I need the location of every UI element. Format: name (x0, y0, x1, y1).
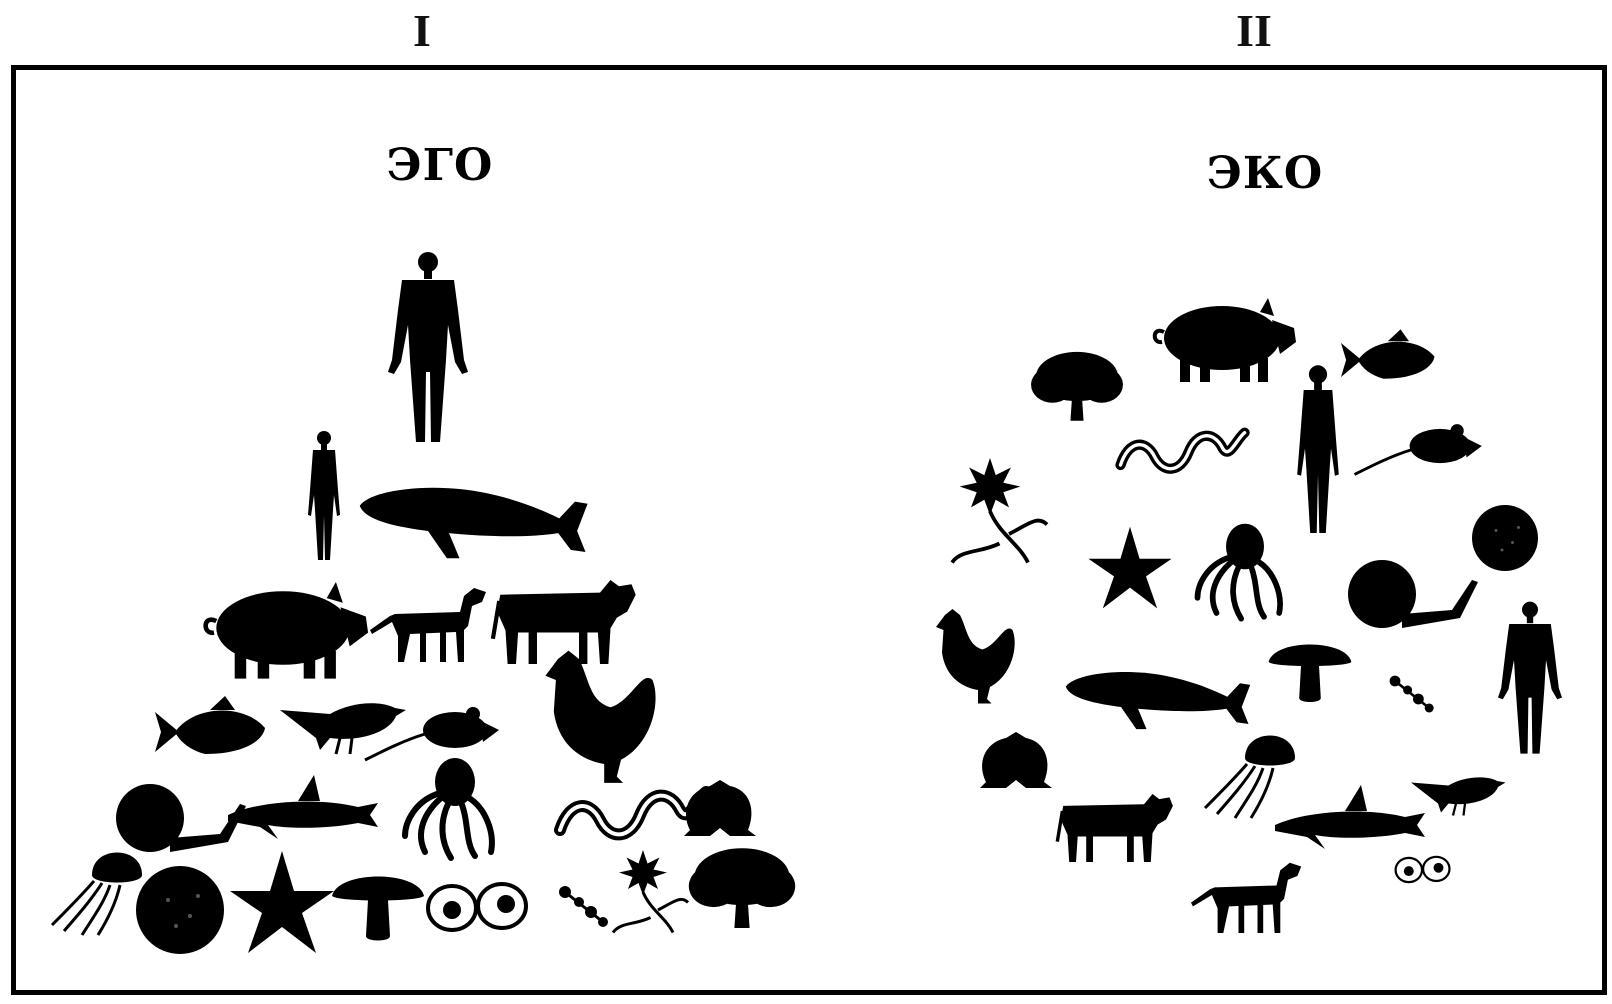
dog-icon (370, 588, 486, 662)
octopus-icon (405, 758, 492, 858)
microbe-icon (1390, 676, 1434, 713)
mouse-icon (1355, 424, 1482, 474)
woman-icon (1297, 365, 1339, 533)
snake-icon (1121, 433, 1245, 469)
cell-ball-icon (1472, 505, 1538, 571)
bird-icon (1411, 777, 1506, 815)
dog-icon (1191, 863, 1301, 933)
cells-icon (428, 884, 526, 930)
tree-icon (689, 848, 795, 928)
shark-icon (1275, 785, 1425, 849)
human-icon (388, 252, 468, 442)
cow-icon (493, 580, 636, 664)
pig-icon (206, 582, 368, 679)
woman-icon (308, 431, 340, 560)
starfish-icon (1088, 527, 1171, 609)
cell-ball-icon (136, 866, 224, 954)
snail-icon (116, 784, 246, 852)
microbe-icon (559, 886, 608, 927)
human-icon (1498, 602, 1562, 754)
whale-icon (1066, 672, 1250, 729)
ego-pyramid (52, 252, 795, 954)
tree-icon (1031, 352, 1123, 421)
flower-icon (613, 850, 688, 933)
snail-icon (1348, 560, 1478, 628)
frog-icon (980, 732, 1052, 788)
fish-icon (1341, 329, 1435, 378)
whale-icon (360, 488, 588, 559)
bird-icon (280, 703, 406, 754)
hen-icon (545, 651, 655, 783)
eco-circle (936, 298, 1562, 933)
hen-icon (936, 609, 1015, 704)
jellyfish-icon (52, 853, 142, 936)
snake-icon (560, 792, 706, 834)
mushroom-icon (1269, 644, 1352, 702)
starfish-icon (230, 851, 334, 953)
frog-icon (684, 780, 756, 836)
cow-icon (1057, 794, 1173, 862)
octopus-icon (1198, 524, 1281, 619)
mushroom-icon (332, 877, 424, 941)
cells-icon (1396, 857, 1450, 882)
shark-icon (228, 775, 378, 839)
fish-icon (155, 696, 265, 754)
flower-icon (952, 458, 1047, 563)
jellyfish-icon (1205, 736, 1295, 819)
pig-icon (1155, 298, 1296, 382)
